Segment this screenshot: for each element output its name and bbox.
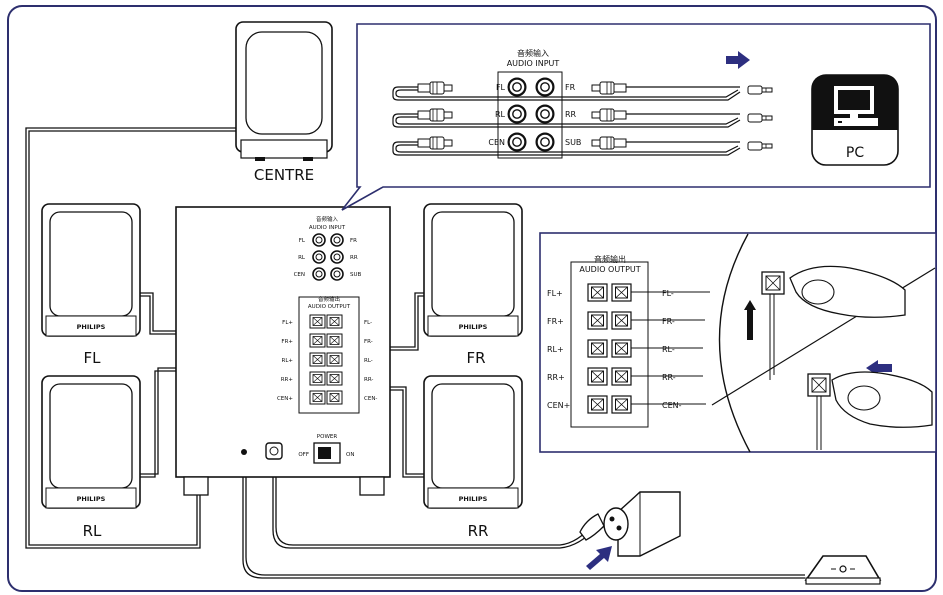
clip-top [761,271,785,380]
fl-brand: PHILIPS [77,323,106,331]
panel-term-fl-pos: FL+ [282,320,293,326]
fr-speaker: PHILIPS FR [423,203,523,367]
finger-bottom-icon [831,371,933,428]
rl-label: RL [83,522,102,540]
control-pod [804,555,882,585]
panel-term-rr-neg: RR- [364,377,373,383]
detail-term-rr-pos: RR+ [547,373,565,382]
detail-term-rl-neg: RL- [662,345,675,354]
detail-term-cen-neg: CEN- [662,401,682,410]
callout-input-cn: 音频输入 [517,48,549,58]
panel-term-fr-neg: FR- [364,339,373,345]
detail-term-fr-neg: FR- [662,317,675,326]
panel-term-rl-neg: RL- [364,358,373,364]
panel-port-fl: FL [299,238,306,244]
detail-term-fl-neg: FL- [662,289,674,298]
rl-brand: PHILIPS [77,495,106,503]
panel-port-rr: RR [350,255,358,261]
panel-port-cen: CEN [294,272,305,278]
rr-brand: PHILIPS [459,495,488,503]
panel-term-cen-pos: CEN+ [277,396,293,402]
callout-port-sub: SUB [565,138,581,147]
wall-socket [579,491,681,557]
panel-port-rl: RL [298,255,306,261]
plug-in-arrow [586,546,612,570]
fl-speaker: PHILIPS FL [41,203,141,367]
callout-port-cen: CEN [488,138,505,147]
panel-term-fl-neg: FL- [364,320,372,326]
rl-speaker: PHILIPS RL [41,375,141,540]
detail-term-cen-pos: CEN+ [547,401,570,410]
panel-port-fr: FR [350,238,357,244]
power-label: POWER [317,434,338,440]
callout-port-fr: FR [565,83,576,92]
pc-label: PC [846,145,864,161]
panel-port-sub: SUB [350,272,362,278]
subwoofer-rear-panel: 音频输入 AUDIO INPUT FL RL CEN FR RR SUB 音频输… [175,206,391,496]
panel-audio-input-en: AUDIO INPUT [309,225,346,231]
callout-port-fl: FL [496,83,506,92]
panel-audio-output-cn: 音频输出 [318,295,340,303]
power-on-label: ON [346,452,354,458]
sub-jack [241,449,247,455]
detail-term-rl-pos: RL+ [547,345,564,354]
callout-port-rr: RR [565,110,577,119]
power-off-label: OFF [298,452,309,458]
clip-bottom [807,373,831,450]
detail-term-fr-pos: FR+ [547,317,564,326]
detail-output-en: AUDIO OUTPUT [579,265,640,274]
detail-term-rr-neg: RR- [662,373,676,382]
callout-input-en: AUDIO INPUT [507,59,560,68]
audio-output-callout: 音频输出 AUDIO OUTPUT FL+ FR+ RL+ RR+ CEN+ F… [539,232,937,453]
rr-label: RR [468,522,489,540]
centre-label: CENTRE [254,166,314,184]
pc-icon: PC [811,74,899,166]
panel-term-rr-pos: RR+ [281,377,294,383]
panel-term-fr-pos: FR+ [281,339,293,345]
fl-label: FL [84,349,102,367]
panel-term-rl-pos: RL+ [282,358,294,364]
rr-speaker: PHILIPS RR [423,375,523,540]
detail-term-fl-pos: FL+ [547,289,563,298]
fr-brand: PHILIPS [459,323,488,331]
panel-audio-output-en: AUDIO OUTPUT [308,304,351,310]
fr-label: FR [466,349,485,367]
panel-term-cen-neg: CEN- [364,396,377,402]
callout-port-rl: RL [495,110,506,119]
centre-speaker: CENTRE [235,21,333,184]
finger-top-icon [789,265,906,318]
panel-audio-input-cn: 音频输入 [316,215,339,223]
power-plug [579,513,605,541]
direction-arrow-icon [726,51,750,69]
detail-output-cn: 音频输出 [594,254,626,264]
audio-input-callout: 音频输入 AUDIO INPUT FL RL CEN FR RR SUB [341,23,931,211]
up-arrow-icon [744,300,756,340]
